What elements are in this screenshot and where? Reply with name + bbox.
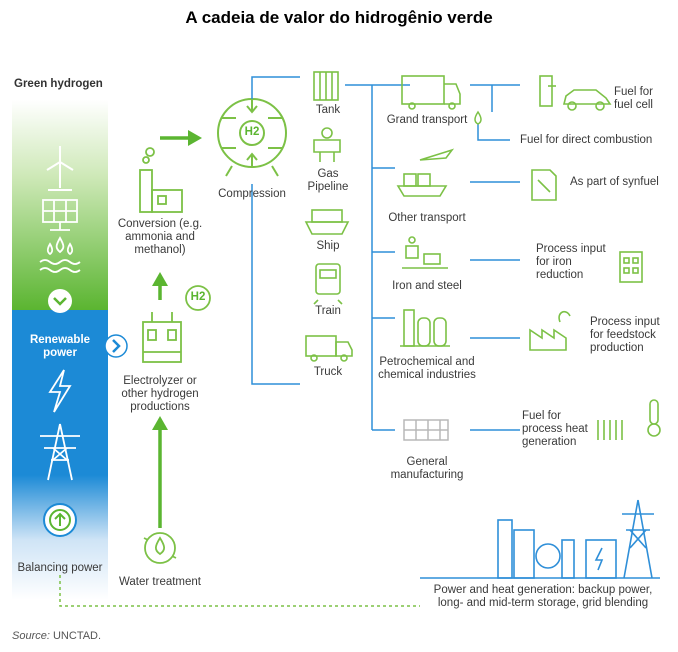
other-transport-icon xyxy=(396,148,455,197)
electrolyzer-label: Electrolyzer or other hydrogen productio… xyxy=(121,375,199,413)
transport-truck-label: Truck xyxy=(313,366,343,378)
power-pylon-icon xyxy=(40,423,80,481)
power-plant-icon xyxy=(497,519,617,579)
hydro-water-icon xyxy=(39,236,81,273)
use-feedstock-label: Process input for feedstock production xyxy=(590,316,660,354)
feedstock-factory-icon xyxy=(529,310,571,351)
pylon-right-icon xyxy=(622,499,654,579)
compression-label: Compression xyxy=(218,188,286,200)
connector-lines xyxy=(251,76,520,431)
transport-train-label: Train xyxy=(315,305,341,317)
chevron-down-icon xyxy=(53,297,67,306)
renewable-power-label: Renewable power xyxy=(29,334,91,359)
conversion-label: Conversion (e.g. ammonia and methanol) xyxy=(117,218,203,256)
train-icon xyxy=(313,263,343,305)
gas-pipeline-icon xyxy=(313,127,341,162)
use-synfuel-label: As part of synfuel xyxy=(570,176,659,188)
source-prefix: Source: xyxy=(12,630,50,642)
compression-h2-text: H2 xyxy=(244,126,260,138)
transport-pipeline-label: Gas Pipeline xyxy=(307,168,349,193)
h2-badge-text: H2 xyxy=(190,291,206,303)
water-treatment-icon xyxy=(143,532,177,564)
general-manufacturing-icon xyxy=(403,419,449,441)
power-heat-label: Power and heat generation: backup power,… xyxy=(433,584,653,609)
iron-steel-icon xyxy=(402,236,448,269)
transport-ship-label: Ship xyxy=(316,240,340,252)
truck-icon xyxy=(305,335,353,362)
petrochemical-icon xyxy=(400,309,450,347)
tank-icon xyxy=(313,71,339,101)
arrow-up-icon xyxy=(54,512,66,526)
ship-icon xyxy=(304,209,350,235)
sector-petrochemical-label: Petrochemical and chemical industries xyxy=(378,356,476,381)
conversion-factory-icon xyxy=(139,147,183,213)
transport-tank-label: Tank xyxy=(315,104,341,116)
electrolyzer-icon xyxy=(142,312,182,363)
chevron-right-icon xyxy=(112,339,121,353)
lightning-icon xyxy=(48,369,72,413)
green-hydrogen-label: Green hydrogen xyxy=(14,78,103,90)
page-title: A cadeia de valor do hidrogênio verde xyxy=(185,8,493,27)
h2-badge-circle xyxy=(185,285,211,311)
fuel-canister-icon xyxy=(531,169,557,201)
droplet-icon xyxy=(474,110,482,125)
grand-transport-icon xyxy=(401,75,461,110)
renewable-arrow-circle xyxy=(104,334,128,358)
fuel-cell-car-icon xyxy=(539,75,612,111)
sector-grand-transport-label: Grand transport xyxy=(386,114,468,126)
sector-other-transport-label: Other transport xyxy=(388,212,466,224)
wind-turbine-icon xyxy=(46,146,74,191)
dotted-balancing-line xyxy=(59,575,420,607)
process-heat-icon xyxy=(597,399,661,440)
use-iron-reduction-label: Process input for iron reduction xyxy=(536,243,606,281)
sector-general-manufacturing-label: General manufacturing xyxy=(390,456,464,481)
source-text: UNCTAD. xyxy=(52,630,102,642)
use-fuel-cell-label: Fuel for fuel cell xyxy=(614,86,653,111)
use-process-heat-label: Fuel for process heat generation xyxy=(522,410,588,448)
use-direct-combustion-label: Fuel for direct combustion xyxy=(520,134,653,146)
sidebar-chevron-circle xyxy=(48,289,72,313)
water-treatment-label: Water treatment xyxy=(118,576,202,588)
solar-panel-icon xyxy=(42,199,78,231)
flow-arrows xyxy=(152,130,202,528)
sector-iron-steel-label: Iron and steel xyxy=(392,280,462,292)
iron-reduction-icon xyxy=(619,251,643,283)
source-note: Source: UNCTAD. xyxy=(12,630,101,642)
balancing-power-label: Balancing power xyxy=(17,562,103,574)
